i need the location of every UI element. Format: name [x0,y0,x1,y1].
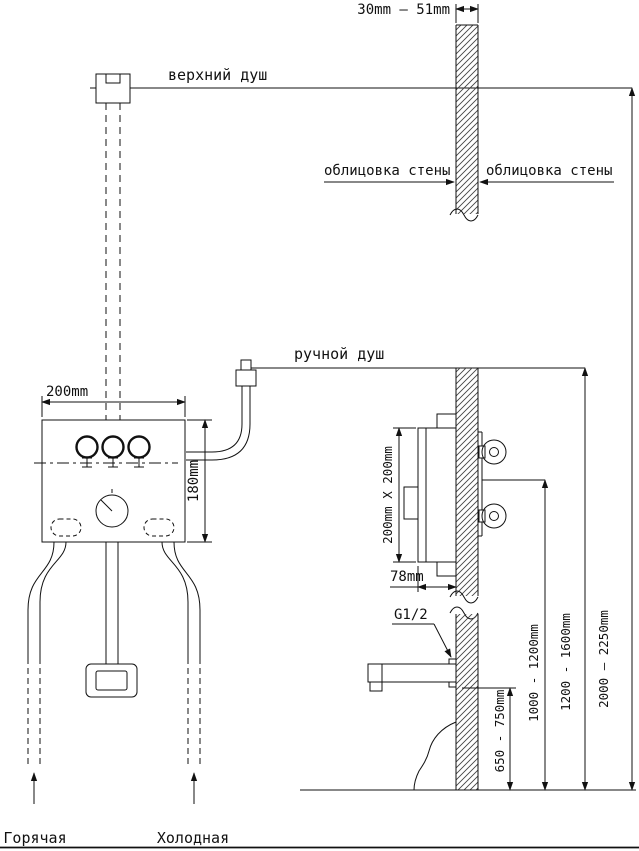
knob-tick-marks [82,457,144,468]
mixer-side-view: 200mm X 200mm 78mm G1/2 [367,368,545,791]
pedestal-outline [413,721,457,791]
upper-shower-label: верхний душ [168,66,267,84]
dial-icon [95,494,129,528]
hidden-opening [143,518,175,537]
wall-break-line [449,590,479,604]
cold-supply-label: Холодная [157,829,229,847]
spout-front-view [85,663,138,698]
mixer-box-front [41,419,186,543]
mixer-front-view: 200mm 180mm [3,384,229,847]
box-height-label: 180mm [186,460,202,502]
overhead-shower-height-label: 2000 — 2250mm [596,610,611,708]
spout-height-label: 650 - 750mm [492,690,507,773]
box-width-label: 200mm [46,384,88,400]
wall-section-top: облицовка стены облицовка стены [324,24,614,222]
wall-thickness-label: 30mm — 51mm [357,2,450,18]
height-dimensions: 650 - 750mm 1000 - 1200mm 1200 - 1600mm … [300,87,636,791]
hose-outline [186,397,251,461]
wall-break-line [449,208,479,222]
spout-side-view [367,663,457,683]
knob-icon [75,435,99,459]
hand-shower-height-label: 1200 - 1600mm [558,613,573,711]
hand-shower-level: ручной душ [186,345,585,461]
hidden-opening [50,518,82,537]
wall-thickness-dimension: 30mm — 51mm [357,2,479,23]
wall-cladding-left-label: облицовка стены [324,163,450,179]
supply-pipes [27,541,201,768]
box-depth-label: 78mm [390,569,424,585]
hand-shower-label: ручной душ [294,345,384,363]
knob-icon [101,435,125,459]
hand-shower-outlet-icon [240,359,252,371]
knob-side-icon [481,503,507,529]
overhead-shower-head-icon [95,73,131,104]
knob-side-icon [481,439,507,465]
hot-supply-label: Горячая [3,829,66,847]
mixer-height-label: 1000 - 1200mm [526,624,541,722]
overhead-shower-level: верхний душ [90,66,632,420]
knob-icon [127,435,151,459]
mixer-box-side [417,427,457,563]
thread-size-label: G1/2 [394,607,428,623]
wall-cladding-right-label: облицовка стены [486,163,612,179]
box-face-label: 200mm X 200mm [380,446,395,544]
